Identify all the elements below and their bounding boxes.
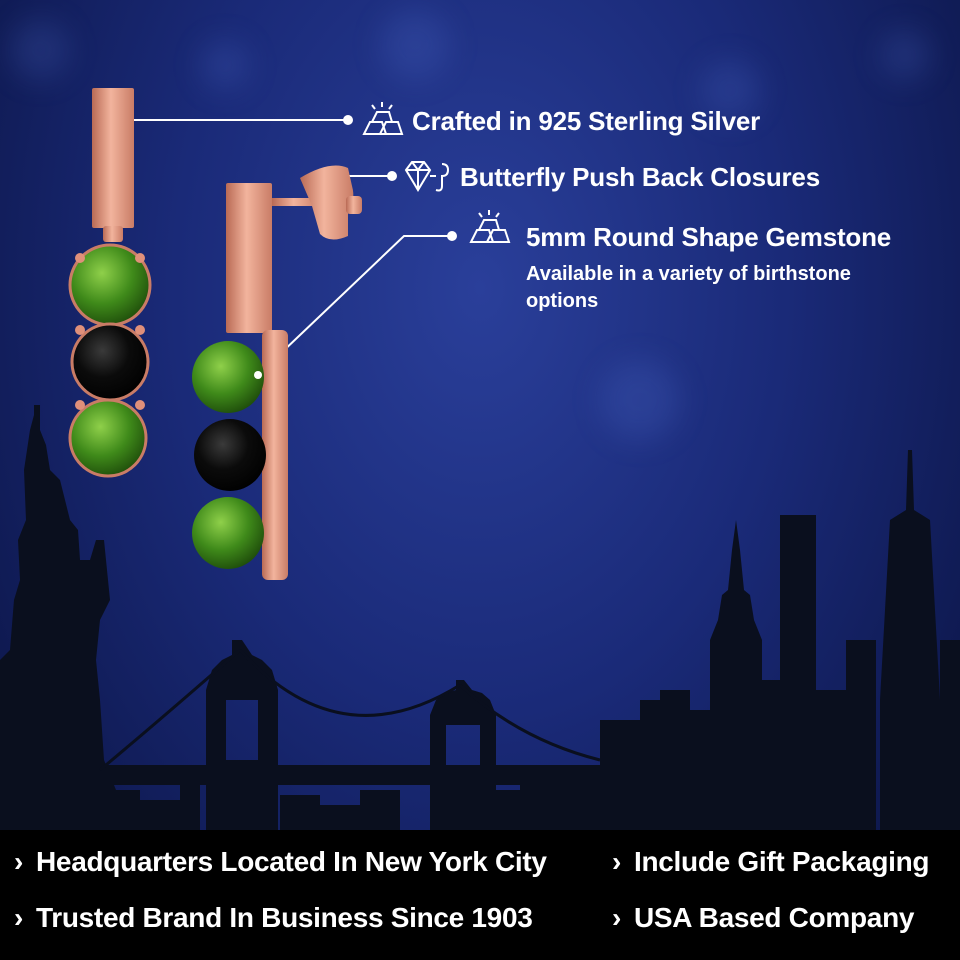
bullet-text: Headquarters Located In New York City	[36, 846, 547, 877]
feature-gemstone: 5mm Round Shape Gemstone Available in a …	[526, 222, 926, 315]
feature-sterling-silver: Crafted in 925 Sterling Silver	[412, 106, 760, 137]
bokeh-light	[880, 30, 930, 80]
right-earring	[192, 165, 362, 580]
bullet-item: › USA Based Company	[612, 902, 914, 934]
gold-bars-icon	[469, 210, 511, 243]
bokeh-light	[700, 60, 760, 120]
left-earring	[68, 88, 152, 478]
bokeh-light	[200, 40, 250, 90]
empire-state-building	[710, 520, 762, 830]
one-world-trade-center	[880, 450, 940, 830]
onyx-stone	[70, 322, 150, 402]
nyc-skyline	[0, 405, 960, 830]
bokeh-light	[380, 10, 450, 80]
statue-of-liberty	[0, 405, 120, 830]
feature-title: 5mm Round Shape Gemstone	[526, 222, 892, 252]
chevron-right-icon: ›	[14, 902, 24, 933]
bullet-item: › Trusted Brand In Business Since 1903	[14, 902, 533, 934]
bokeh-light	[10, 20, 70, 80]
onyx-stone	[194, 419, 266, 491]
diamond-hook-icon	[404, 161, 450, 192]
footer-bar: › Headquarters Located In New York City ›…	[0, 830, 960, 960]
feature-title: Butterfly Push Back Closures	[460, 162, 820, 192]
feature-subtitle: Available in a variety of birthstone opt…	[526, 263, 851, 312]
bullet-item: › Include Gift Packaging	[612, 846, 930, 878]
bridge-tower-right	[430, 680, 496, 830]
chevron-right-icon: ›	[14, 846, 24, 877]
chevron-right-icon: ›	[612, 902, 622, 933]
peridot-stone	[192, 341, 264, 413]
gold-bars-icon	[362, 102, 404, 135]
callout-lines	[123, 115, 457, 380]
bullet-item: › Headquarters Located In New York City	[14, 846, 547, 878]
peridot-stone	[68, 398, 148, 478]
bullet-text: Trusted Brand In Business Since 1903	[36, 902, 533, 933]
bullet-text: Include Gift Packaging	[634, 846, 930, 877]
bullet-text: USA Based Company	[634, 902, 915, 933]
feature-push-back: Butterfly Push Back Closures	[460, 162, 820, 193]
bridge-tower-left	[206, 640, 278, 830]
butterfly-back	[300, 165, 354, 240]
feature-title: Crafted in 925 Sterling Silver	[412, 106, 761, 136]
bokeh-light	[600, 360, 680, 440]
peridot-stone	[192, 497, 264, 569]
chevron-right-icon: ›	[612, 846, 622, 877]
